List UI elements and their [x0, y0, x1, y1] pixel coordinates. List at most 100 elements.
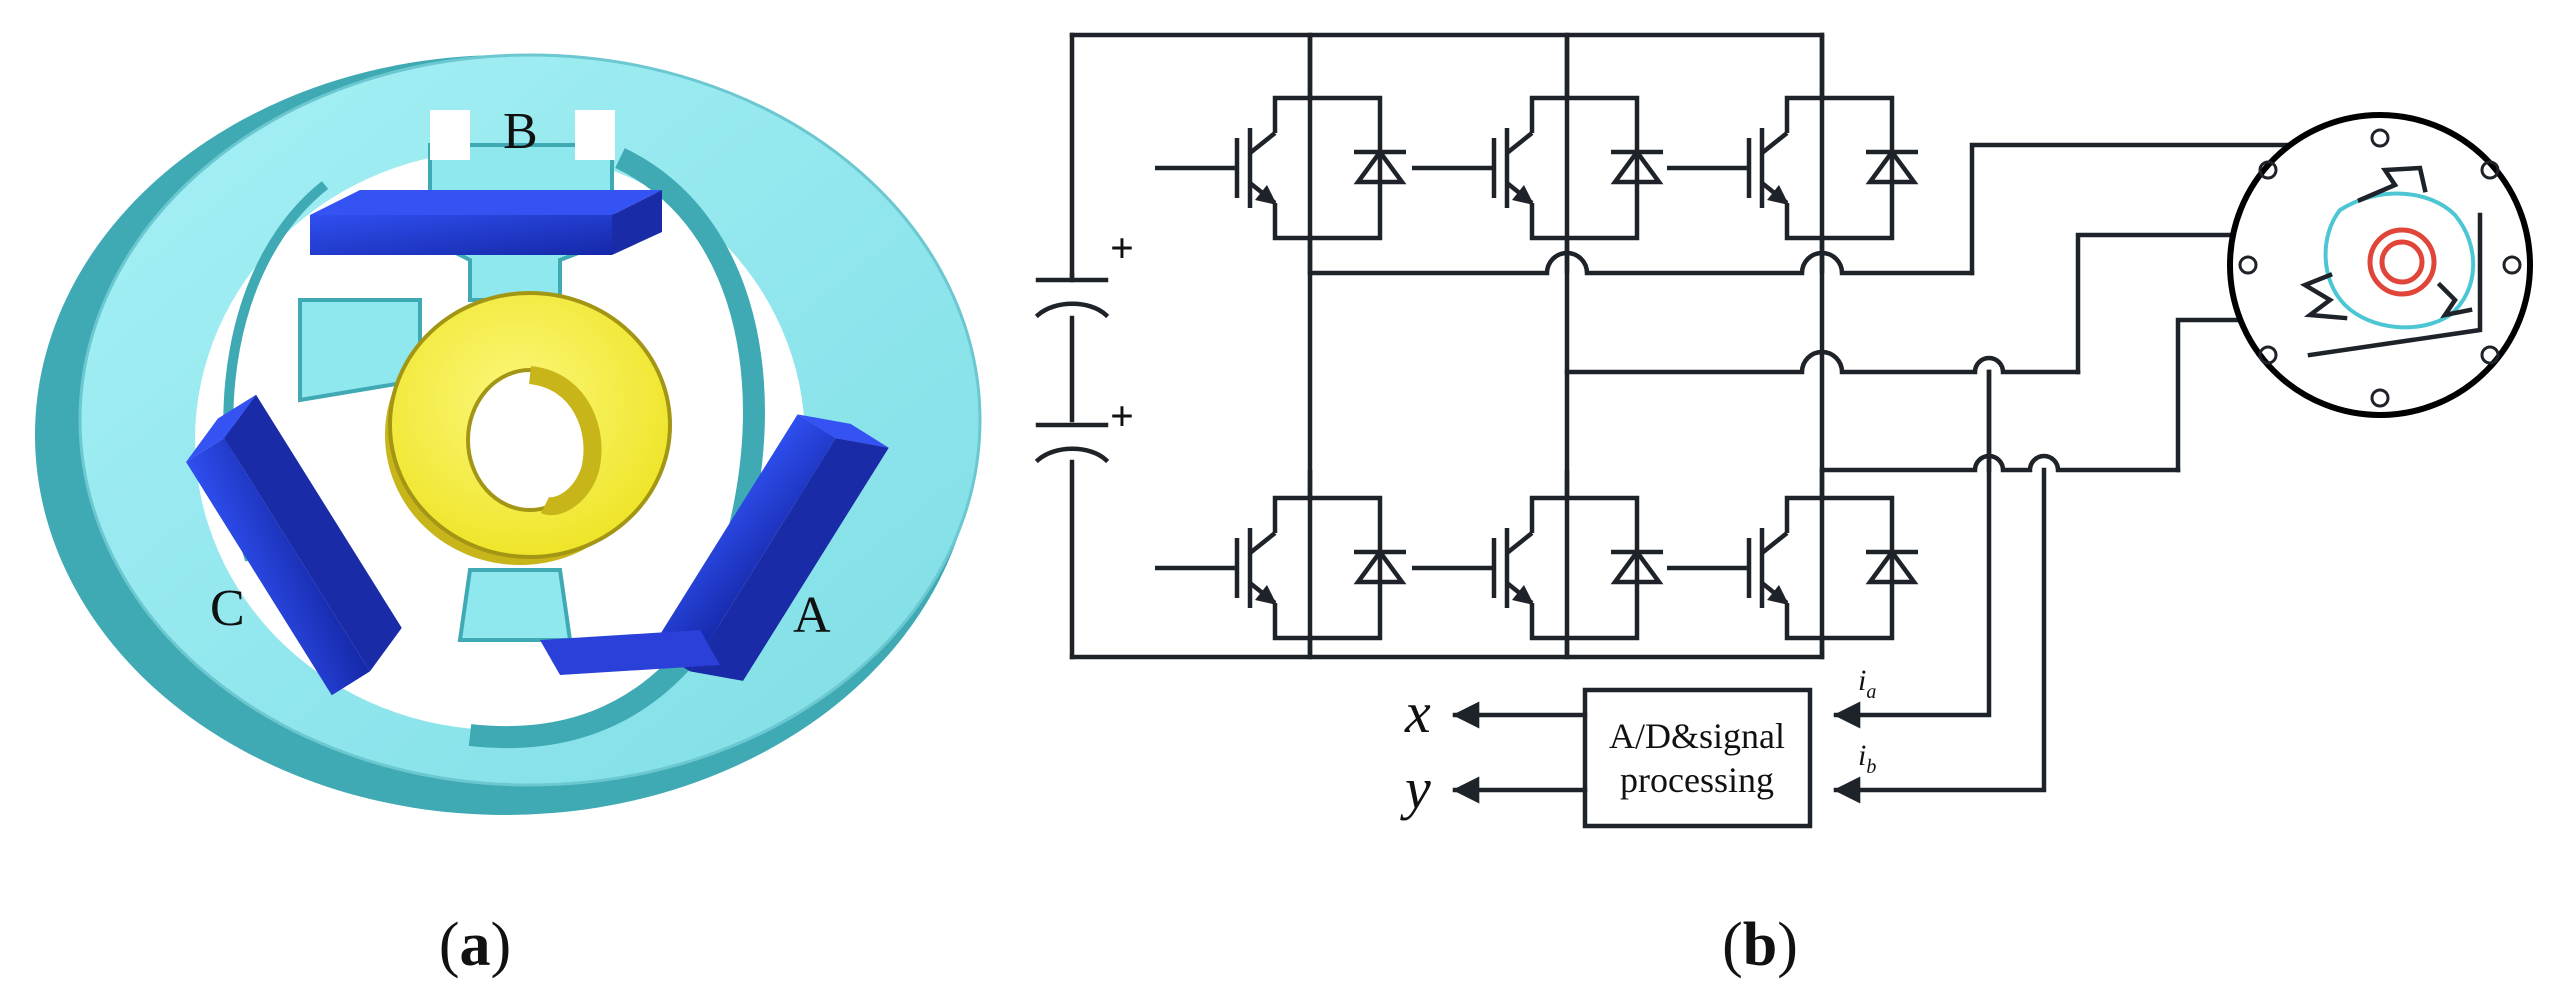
diode-triangle [1353, 148, 1407, 185]
igbt-emitter [1784, 203, 1825, 273]
caption-a-open: ( [439, 911, 460, 979]
diode-leads [1310, 95, 1383, 241]
igbt-collector [1529, 470, 1570, 533]
diode-leads [1567, 495, 1640, 641]
motor-coil-1 [2357, 165, 2428, 203]
phase-label-a: A [793, 587, 831, 644]
motor-bolt-2 [2480, 160, 2500, 180]
output-y-label: y [1400, 756, 1431, 821]
igbt-emitter [1529, 203, 1570, 273]
cap-top-plus: + [1110, 226, 1134, 272]
current-label-ia: ia [1858, 664, 1876, 703]
diode-leads [1567, 95, 1640, 241]
panel-b-inverter-circuit: + + A/D&signal processing ia [1034, 32, 2533, 979]
igbt-collector [1784, 470, 1825, 533]
diode-leads [1822, 95, 1895, 241]
current-label-ib: ib [1858, 739, 1876, 778]
phase-out-2 [1564, 349, 2081, 375]
box-label-line1: A/D&signal [1609, 716, 1785, 756]
pole-tooth-lower [457, 568, 573, 642]
igbt-collector-diag [1505, 531, 1534, 555]
motor-bolt-3 [2370, 128, 2390, 148]
sense-line-ia [1833, 369, 1992, 729]
current-ib-base: i [1858, 739, 1866, 772]
coil-c-top [186, 394, 257, 463]
switches-group [1155, 35, 1919, 657]
igbt-emitter [1529, 603, 1570, 657]
caption-a: (a) [439, 911, 511, 979]
caption-b-letter: b [1743, 911, 1777, 979]
current-ia-base: i [1858, 664, 1866, 697]
igbt-switch-3-upper [1667, 35, 1919, 273]
motor-rotor-outer [2367, 227, 2437, 297]
phase-out-1 [1307, 250, 1975, 276]
motor-bolt-4 [2258, 345, 2278, 365]
motor-bolt-5 [2480, 345, 2500, 365]
coil-a-top [797, 414, 889, 448]
cap-top-plate2 [1034, 301, 1110, 319]
motor-rotor-inner [2379, 239, 2425, 285]
motor-coil-3 [2436, 281, 2473, 319]
igbt-collector [1272, 35, 1313, 133]
coil-c-front [186, 438, 370, 696]
igbt-switch-3-lower [1667, 470, 1919, 657]
coil-c [186, 394, 402, 696]
coil-a [651, 414, 889, 681]
phase-label-b: B [503, 103, 538, 160]
igbt-emitter [1272, 603, 1313, 657]
igbt-collector-diag [1760, 131, 1789, 155]
cap-bot-plate2 [1034, 446, 1110, 464]
motor-bolt-7 [2238, 255, 2258, 275]
igbt-emitter-arrow [1255, 185, 1277, 205]
motor-bolt-6 [2370, 388, 2390, 408]
igbt-emitter-arrow [1512, 185, 1534, 205]
igbt-emitter-arrow [1767, 585, 1789, 605]
igbt-collector [1529, 35, 1570, 133]
caption-b-open: ( [1722, 911, 1743, 979]
diode-leads [1822, 495, 1895, 641]
igbt-emitter-arrow [1767, 185, 1789, 205]
diode-triangle [1610, 548, 1664, 585]
coil-c-side [224, 394, 402, 672]
coil-a-front [651, 414, 836, 672]
igbt-collector [1784, 35, 1825, 133]
igbt-collector-diag [1248, 531, 1277, 555]
diode-triangle [1353, 548, 1407, 585]
cap-bottom-plus: + [1110, 394, 1134, 440]
box-label-line2: processing [1620, 760, 1774, 800]
coil-a-side [690, 438, 889, 681]
igbt-collector [1272, 470, 1313, 533]
coil-b-top [310, 190, 662, 215]
diode-leads [1310, 495, 1383, 641]
igbt-emitter-arrow [1255, 585, 1277, 605]
igbt-emitter-arrow [1512, 585, 1534, 605]
motor-bolt-8 [2502, 255, 2522, 275]
capacitor-top: + [1034, 226, 1134, 319]
motor-symbol [2227, 112, 2533, 418]
igbt-collector-diag [1760, 531, 1789, 555]
phase-label-c: C [210, 580, 245, 637]
igbt-collector-diag [1248, 131, 1277, 155]
coil-a-foot [540, 630, 720, 675]
diode-triangle [1865, 148, 1919, 185]
igbt-emitter [1272, 203, 1313, 273]
output-x-label: x [1404, 680, 1431, 745]
coil-b-side [612, 190, 662, 255]
panel-a-motor-illustration: B C A (a) [35, 53, 982, 979]
current-ia-sub: a [1866, 681, 1876, 703]
phase-out-3 [1819, 453, 2181, 473]
diode-triangle [1610, 148, 1664, 185]
caption-b: (b) [1722, 911, 1798, 979]
caption-a-close: ) [491, 911, 512, 979]
ad-signal-processing-box [1582, 687, 1813, 829]
rotor-shaft-inner [528, 366, 602, 516]
current-ib-sub: b [1866, 756, 1876, 778]
igbt-switch-2-upper [1412, 35, 1664, 273]
igbt-switch-2-lower [1412, 470, 1664, 657]
motor-coil-2 [2299, 272, 2348, 321]
motor-wire-right [2307, 212, 2483, 358]
igbt-emitter [1784, 603, 1825, 657]
coil-b-front [310, 215, 612, 255]
